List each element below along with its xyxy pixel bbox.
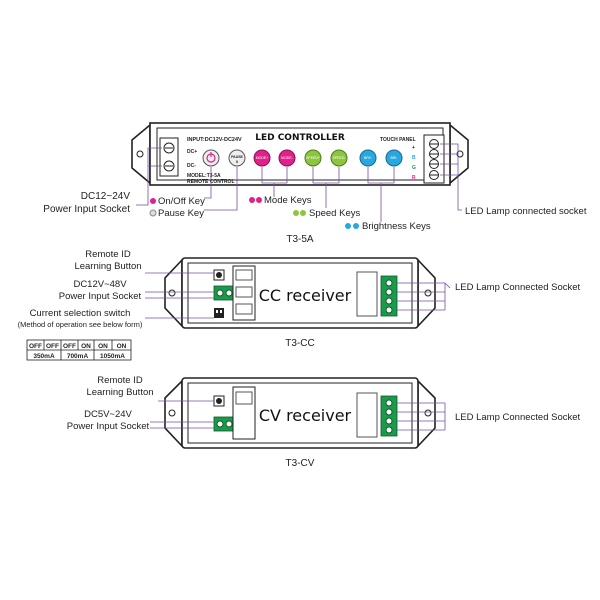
- speed-minus-label: SPEED-: [332, 156, 346, 160]
- mode-key-icon-1: [249, 197, 255, 203]
- cc-switch-label-1: Current selection switch: [30, 308, 131, 319]
- cc-remote-label-2: Learning Button: [74, 261, 141, 272]
- pause-key-icon: [149, 209, 157, 217]
- cv-remote-label-2: Learning Button: [86, 387, 153, 398]
- cc-led-socket-label: LED Lamp Connected Socket: [455, 282, 581, 293]
- brightness-plus-label: BRI+: [364, 156, 372, 160]
- table-cell: ON: [81, 343, 91, 350]
- touch-panel-label: TOUCH PANEL: [380, 137, 416, 143]
- cv-title: CV receiver: [259, 406, 352, 425]
- cv-caption: T3-CV: [286, 458, 315, 469]
- cc-leaders: [145, 272, 451, 319]
- pin-plus-label: +: [412, 145, 415, 151]
- cc-current-switch[interactable]: [214, 308, 224, 318]
- onoff-key-icon: [150, 198, 156, 204]
- cv-led-socket-label: LED Lamp Connected Socket: [455, 412, 581, 423]
- cc-led-terminal[interactable]: [380, 275, 398, 317]
- speed-minus-button[interactable]: [330, 149, 348, 167]
- speed-key-icon-2: [300, 210, 306, 216]
- input-label: INPUT:DC12V-DC24V: [187, 137, 242, 143]
- cv-receiver-unit: CV receiver: [164, 377, 436, 449]
- speed-key-icon-1: [293, 210, 299, 216]
- mode-keys-label: Mode Keys: [264, 195, 312, 206]
- table-cell: OFF: [29, 343, 42, 350]
- brightness-key-icon-1: [345, 223, 351, 229]
- brightness-minus-label: BRI-: [391, 156, 399, 160]
- mode-key-icon-2: [256, 197, 262, 203]
- pause-key-label: Pause Key: [158, 208, 204, 219]
- cv-remote-label-1: Remote ID: [97, 375, 143, 386]
- controller-title: LED CONTROLLER: [255, 133, 345, 143]
- pin-g-label: G: [412, 165, 416, 171]
- controller-power-label-2: Power Input Socket: [43, 204, 130, 215]
- pause-button[interactable]: [228, 149, 246, 167]
- table-cell: ON: [98, 343, 108, 350]
- mode-minus-label: MODE-: [281, 156, 294, 160]
- led-terminal-screws: [429, 139, 439, 180]
- table-cell: 1050mA: [100, 353, 125, 360]
- cc-title: CC receiver: [259, 286, 352, 305]
- cv-power-label-2: Power Input Socket: [67, 421, 150, 432]
- mode-plus-label: MODE+: [256, 156, 269, 160]
- table-cell: 350mA: [33, 353, 55, 360]
- cc-remote-label-1: Remote ID: [85, 249, 131, 260]
- pin-b-label: B: [412, 155, 416, 161]
- controller-caption: T3-5A: [286, 234, 314, 245]
- table-cell: ON: [117, 343, 127, 350]
- controller-power-label-1: DC12~24V: [81, 191, 131, 202]
- cv-power-label-1: DC5V~24V: [84, 409, 132, 420]
- model-label: MODEL:T3-5A: [187, 173, 221, 179]
- table-cell: 700mA: [67, 353, 89, 360]
- cv-led-terminal[interactable]: [380, 395, 398, 437]
- speed-plus-button[interactable]: [304, 149, 322, 167]
- pause-icon: II: [236, 160, 238, 164]
- cc-power-label-1: DC12V~48V: [73, 279, 127, 290]
- mode-minus-button[interactable]: [278, 149, 296, 167]
- table-cell: OFF: [46, 343, 59, 350]
- cc-current-table: OFF OFF OFF ON ON ON 350mA 700mA 1050mA: [26, 339, 132, 361]
- pause-button-label: PAUSE: [231, 155, 243, 159]
- mode-plus-button[interactable]: [253, 149, 271, 167]
- brightness-minus-button[interactable]: [385, 149, 403, 167]
- dc-minus-label: DC-: [187, 163, 196, 169]
- cv-pin-strip: [356, 392, 378, 438]
- speed-keys-label: Speed Keys: [309, 208, 360, 219]
- brightness-keys-label: Brightness Keys: [362, 221, 431, 232]
- table-cell: OFF: [63, 343, 76, 350]
- onoff-key-label: On/Off Key: [158, 196, 205, 207]
- cc-pin-strip: [356, 271, 378, 317]
- speed-plus-label: SPEED+: [306, 156, 320, 160]
- cc-caption: T3-CC: [285, 338, 314, 349]
- brightness-key-icon-2: [353, 223, 359, 229]
- cv-leaders: [150, 400, 446, 431]
- controller-unit: INPUT:DC12V-DC24V DC+ DC- MODEL:T3-5A RE…: [131, 122, 469, 186]
- power-button[interactable]: [202, 149, 220, 167]
- brightness-plus-button[interactable]: [359, 149, 377, 167]
- cc-switch-label-2: (Method of operation see below form): [18, 320, 143, 329]
- cc-receiver-unit: CC receiver: [164, 257, 436, 329]
- controller-led-socket-label: LED Lamp connected socket: [465, 206, 587, 217]
- dc-plus-label: DC+: [187, 149, 197, 155]
- cc-power-label-2: Power Input Socket: [59, 291, 142, 302]
- left-mount-hole: [136, 150, 144, 158]
- pin-r-label: R: [412, 175, 416, 181]
- controller-leaders: [136, 143, 462, 222]
